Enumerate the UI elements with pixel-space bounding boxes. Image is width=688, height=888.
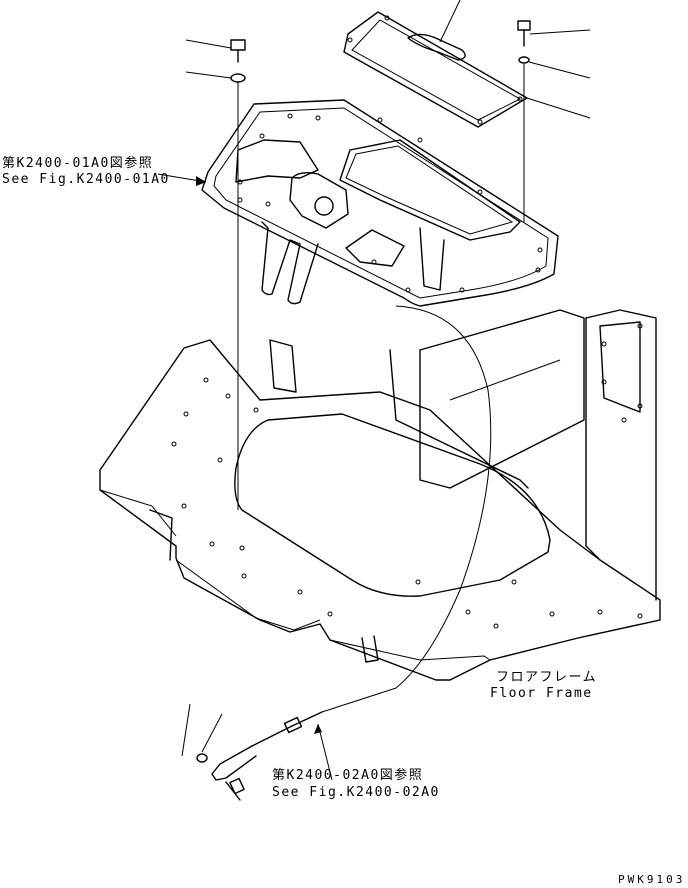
cover-plate — [343, 0, 528, 128]
top-ref-arrowhead — [196, 176, 206, 186]
bolt-top-right — [517, 20, 591, 47]
drawing-code: PWK9103 — [618, 873, 686, 886]
bottom-ref-arrowhead — [314, 724, 322, 734]
floor-frame-label-en: Floor Frame — [490, 686, 593, 701]
top-ref-label-en: See Fig.K2400-01A0 — [2, 172, 170, 187]
bottom-ref-leader — [317, 723, 333, 781]
washer-top-right — [518, 56, 591, 222]
bolt-top-left — [185, 39, 246, 63]
console-base-plate — [201, 99, 559, 307]
floor-frame — [99, 339, 661, 681]
cable-assembly — [181, 305, 492, 801]
top-ref-label-jp: 第K2400-01A0図参照 — [2, 156, 154, 171]
floor-frame-label-jp: フロアフレーム — [496, 670, 598, 685]
washer-top-left — [185, 71, 246, 510]
bottom-ref-label-en: See Fig.K2400-02A0 — [272, 785, 440, 800]
rear-structure — [269, 309, 657, 601]
bottom-ref-label-jp: 第K2400-02A0図参照 — [272, 768, 424, 783]
